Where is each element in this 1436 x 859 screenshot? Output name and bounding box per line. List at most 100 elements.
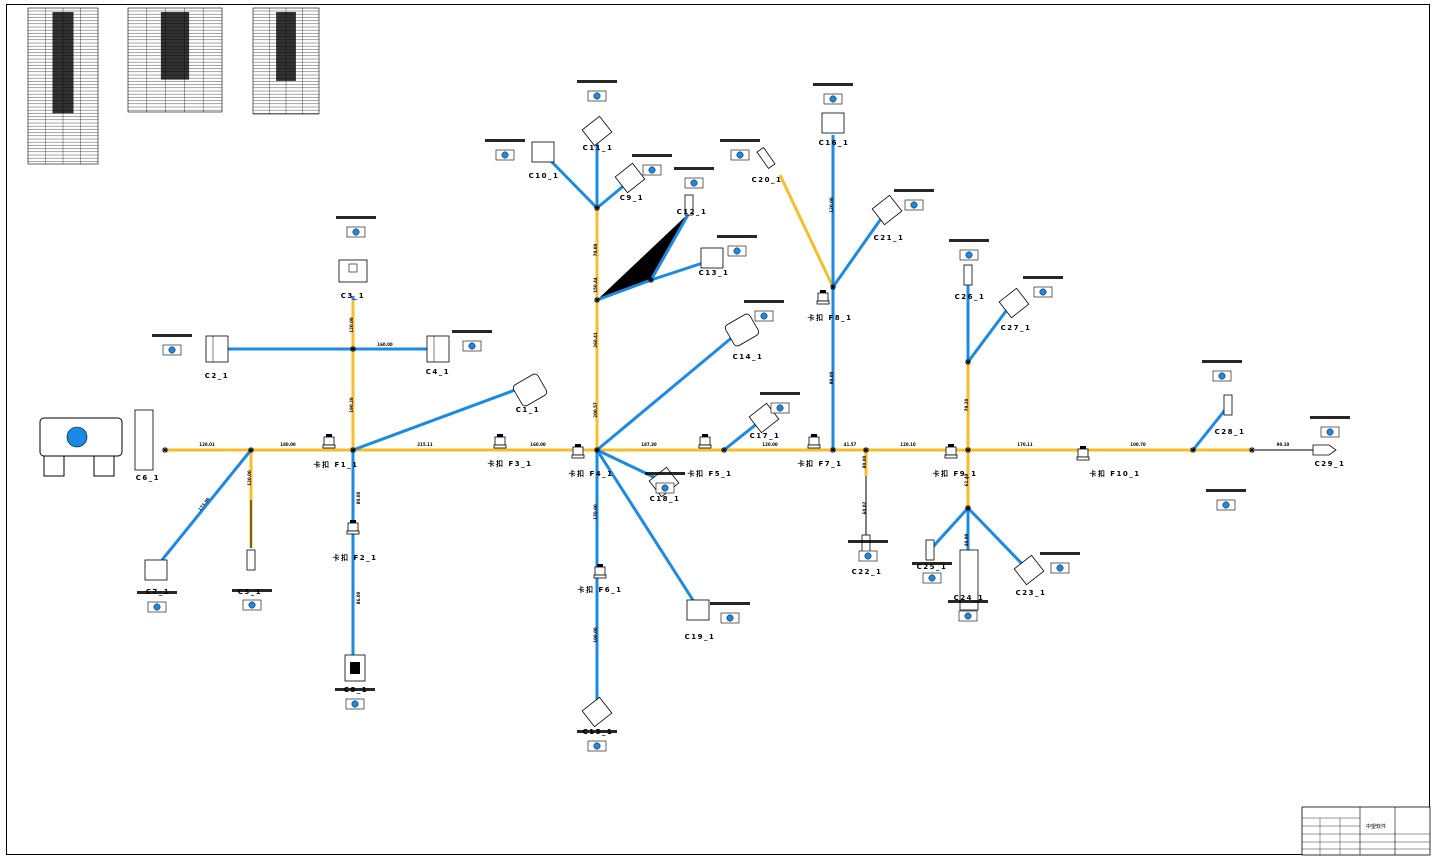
pin-callout [912,562,952,584]
connector-c28-1[interactable]: C28_1 [1215,394,1246,436]
trunk-vertical-c20 [778,174,835,288]
pin-callout [577,80,617,102]
segment-length-label: 120.01 [199,442,215,447]
segment-length-label: 120.10 [900,442,916,447]
segment-length-label: 80.00 [829,371,834,384]
connector-c26-1[interactable]: C26_1 [955,264,986,301]
connector-c21-1[interactable]: C21_1 [871,194,904,242]
pin-callout [232,589,272,611]
branch-c25 [928,506,970,552]
connector-c25-1[interactable]: C25_1 [917,539,948,571]
pin-callout [948,600,988,622]
fixing-f5-1[interactable]: 卡扣 F5_1 [688,433,733,478]
connector-c23-1[interactable]: C23_1 [1013,554,1047,597]
wire-bundles [160,135,1313,704]
junction-node [1248,446,1256,454]
connector-label: C1_1 [516,406,540,414]
branch-c10 [546,156,599,210]
connector-c16-1[interactable]: C16_1 [819,112,850,147]
fixing-f8-1[interactable]: 卡扣 F8_1 [808,289,853,322]
segment-length-label: 90.10 [1277,442,1290,447]
segment-length-label: 86.00 [356,591,361,604]
fixing-f3-1[interactable]: 卡扣 F3_1 [488,433,533,468]
branch-c1 [352,388,516,452]
pin-callout [720,139,760,161]
connector-c29-1[interactable]: C29_1 [1312,444,1345,468]
fixing-label: 卡扣 F4_1 [569,469,614,478]
branch-c19 [595,449,700,609]
connector-c24-1[interactable]: C24_1 [954,549,985,611]
pin-callout [485,139,525,161]
connector-c4-1[interactable]: C4_1 [426,335,450,376]
connector-c1-1[interactable]: C1_1 [512,373,548,414]
connector-c2-1[interactable]: C2_1 [205,335,229,380]
segment-length-label: 187.30 [641,442,657,447]
segment-length-label: 260.41 [593,332,598,348]
junction-node [647,276,655,284]
pin-callout [336,216,376,238]
connector-c13-1[interactable]: C13_1 [699,247,730,277]
segment-length-label: 170.11 [1017,442,1033,447]
fixing-f7-1[interactable]: 卡扣 F7_1 [798,433,843,468]
segment-length-label: 120.00 [829,197,834,213]
pin-callout [335,688,375,710]
segment-length-label: 79.20 [964,398,969,411]
segment-length-label: 120.00 [349,317,354,333]
fixing-f4-1[interactable]: 卡扣 F4_1 [569,443,614,478]
connector-label: C24_1 [954,594,985,602]
connector-c20-1[interactable]: C20_1 [752,146,783,184]
connector-c6-1[interactable]: C6_1 [134,409,160,482]
segment-length-label: 40.00 [964,533,969,546]
segment-length-label: 120.00 [762,442,778,447]
fixings: 卡扣 F1_1 卡扣 F2_1 卡扣 F3_1 卡扣 F4_1 卡扣 F5_1 卡扣 F6… [314,289,1141,594]
fixing-f6-1[interactable]: 卡扣 F6_1 [578,563,623,594]
connectors: C1_1C2_1C3_1C4_1C5_1C6_1C7_1C8_1C9_1C10_… [39,80,1350,752]
junction-node [862,446,870,454]
pin-callout [645,472,685,494]
fixing-f2-1[interactable]: 卡扣 F2_1 [333,519,378,562]
branch-c28 [1191,409,1227,451]
connector-label: C19_1 [685,633,716,641]
fixing-f9-1[interactable]: 卡扣 F9_1 [933,443,978,478]
junction-node [829,446,837,454]
connector-c27-1[interactable]: C27_1 [998,287,1031,332]
junction-node [593,296,601,304]
drawing-frame [6,4,1430,855]
fixing-label: 卡扣 F8_1 [808,313,853,322]
wire-list-table [127,7,223,113]
pin-callout [717,235,757,257]
connector-c12-1[interactable]: C12_1 [677,194,708,216]
junction-node [964,504,972,512]
branch-c23 [966,506,1027,569]
wire-list-table [27,7,99,165]
fixing-label: 卡扣 F7_1 [798,459,843,468]
connector-c7-1[interactable]: C7_1 [144,559,170,596]
junction-node [161,446,169,454]
pin-callout [1202,360,1242,382]
segment-length-label: 120.00 [247,470,252,486]
segment-length-label: 150.44 [593,277,598,293]
pin-callout [1040,552,1080,574]
connector-c11-1[interactable]: C11_1 [581,115,613,152]
connector-label: C4_1 [426,368,450,376]
segment-length-label: 100.70 [1130,442,1146,447]
connector-c9-1[interactable]: C9_1 [614,162,646,202]
connector-label: C9_1 [620,194,644,202]
junction-node [349,345,357,353]
connector-c14-1[interactable]: C14_1 [724,313,763,361]
junction-node [247,446,255,454]
connector-c19-1[interactable]: C19_1 [685,599,716,641]
junction-node [829,283,837,291]
connector-c3-1[interactable]: C3_1 [338,259,368,300]
branch-c7 [160,449,253,561]
connector-label: C13_1 [699,269,730,277]
connector-label: C23_1 [1016,589,1047,597]
pin-callout [848,540,888,562]
fixing-label: 卡扣 F6_1 [578,585,623,594]
branch-c27 [966,302,1014,363]
junction-node [720,446,728,454]
fixing-f10-1[interactable]: 卡扣 F10_1 [1076,445,1141,478]
connector-c10-1[interactable]: C10_1 [529,141,560,180]
fixing-f1-1[interactable]: 卡扣 F1_1 [314,433,359,469]
segment-length-label: 80.00 [356,491,361,504]
